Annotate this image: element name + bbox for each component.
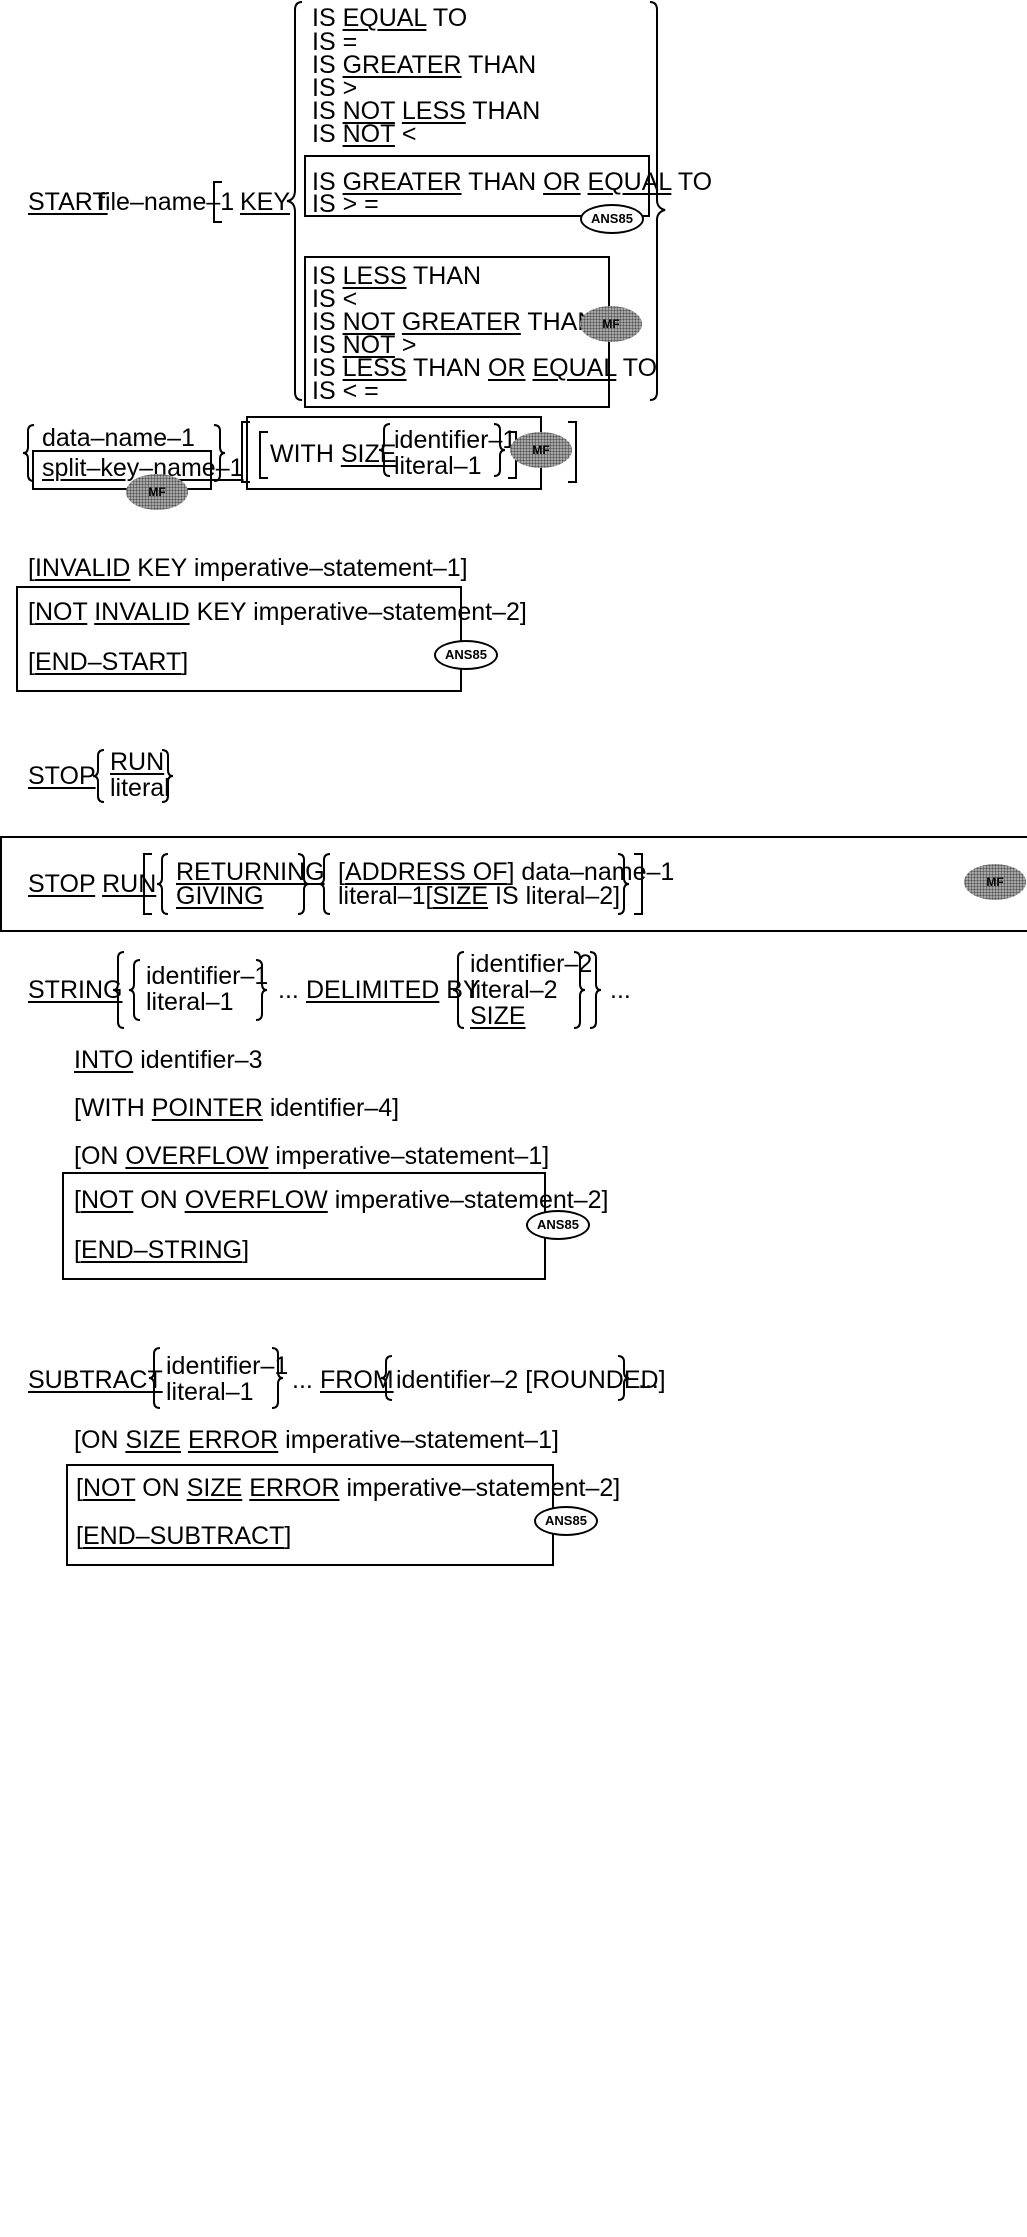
returning-keyword: RETURNING bbox=[176, 858, 325, 886]
optional-bracket-left bbox=[259, 431, 268, 479]
run-keyword: RUN bbox=[110, 748, 165, 776]
ans85-badge: ANS85 bbox=[526, 1210, 590, 1240]
ellipsis: ... bbox=[292, 1366, 313, 1394]
mf-badge: MF bbox=[510, 432, 572, 468]
brace-right bbox=[493, 423, 506, 477]
stop-run-keywords: STOP RUN bbox=[28, 870, 157, 898]
mf-op-1: IS < bbox=[312, 285, 358, 313]
overflow-clause: [ON OVERFLOW imperative–statement–1] bbox=[74, 1142, 550, 1170]
size-keyword: SIZE bbox=[470, 1002, 526, 1030]
comparison-op-4: IS NOT LESS THAN bbox=[312, 97, 541, 125]
brace-right bbox=[617, 853, 630, 915]
invalid-key-clause: [INVALID KEY imperative–statement–1] bbox=[28, 554, 468, 582]
stop-run-box bbox=[0, 836, 1027, 932]
ellipsis: ... bbox=[278, 976, 299, 1004]
giving-keyword: GIVING bbox=[176, 882, 264, 910]
comparison-op-2: IS GREATER THAN bbox=[312, 51, 537, 79]
mf-badge: MF bbox=[126, 474, 188, 510]
brace-left bbox=[286, 1, 303, 401]
stop-keyword: STOP bbox=[28, 762, 96, 790]
into-clause: INTO identifier–3 bbox=[74, 1046, 263, 1074]
brace-right bbox=[161, 749, 174, 803]
split-key-box bbox=[32, 450, 212, 490]
brace-right bbox=[297, 853, 310, 915]
address-of-option: [ADDRESS OF] data–name–1 bbox=[338, 858, 675, 886]
not-invalid-key-box bbox=[16, 586, 462, 692]
with-size-label: WITH SIZE bbox=[270, 440, 397, 468]
optional-bracket-right bbox=[634, 853, 643, 915]
comparison-op-1: IS = bbox=[312, 28, 358, 56]
delimited-by: DELIMITED BY bbox=[306, 976, 480, 1004]
brace-left bbox=[380, 1355, 393, 1401]
mf-badge: MF bbox=[580, 306, 642, 342]
comparison-op-3: IS > bbox=[312, 74, 358, 102]
brace-right bbox=[213, 424, 226, 482]
end-string: [END–STRING] bbox=[74, 1236, 250, 1264]
optional-bracket-left bbox=[213, 181, 222, 223]
ellipsis: ... bbox=[638, 1366, 659, 1394]
mf-op-4: IS LESS THAN OR EQUAL TO bbox=[312, 354, 658, 382]
ans-op-0: IS GREATER THAN OR EQUAL TO bbox=[312, 168, 713, 196]
brace-left bbox=[452, 951, 465, 1029]
file-name-1: file–name–1 bbox=[98, 188, 235, 216]
identifier-1: identifier–1 bbox=[394, 426, 517, 454]
brace-right bbox=[617, 1355, 630, 1401]
size-error-clause: [ON SIZE ERROR imperative–statement–1] bbox=[74, 1426, 559, 1454]
mf-op-5: IS < = bbox=[312, 377, 379, 405]
literal-option: literal bbox=[110, 774, 170, 802]
brace-right bbox=[589, 951, 602, 1029]
ans85-badge: ANS85 bbox=[434, 640, 498, 670]
comparison-op-5: IS NOT < bbox=[312, 120, 417, 148]
brace-left bbox=[92, 749, 105, 803]
ans85-ops-box bbox=[304, 155, 650, 217]
optional-bracket-left bbox=[143, 853, 152, 915]
not-size-error-clause: [NOT ON SIZE ERROR imperative–statement–… bbox=[76, 1474, 621, 1502]
brace-right bbox=[271, 1347, 284, 1409]
not-invalid-key-clause: [NOT INVALID KEY imperative–statement–2] bbox=[28, 598, 527, 626]
brace-left bbox=[22, 424, 35, 482]
brace-right bbox=[255, 959, 268, 1021]
brace-left bbox=[128, 959, 141, 1021]
data-name-1: data–name–1 bbox=[42, 424, 195, 452]
literal-1: literal–1 bbox=[146, 988, 234, 1016]
brace-left bbox=[148, 1347, 161, 1409]
identifier-2-rounded: identifier–2 [ROUNDED] bbox=[396, 1366, 666, 1394]
key-keyword: KEY bbox=[240, 188, 291, 216]
mf-op-0: IS LESS THAN bbox=[312, 262, 482, 290]
subtract-keyword: SUBTRACT bbox=[28, 1366, 163, 1394]
literal-1: literal–1 bbox=[394, 452, 482, 480]
brace-left bbox=[378, 423, 391, 477]
string-keyword: STRING bbox=[28, 976, 123, 1004]
start-keyword: START bbox=[28, 188, 108, 216]
ans85-badge: ANS85 bbox=[580, 204, 644, 234]
brace-right bbox=[649, 1, 666, 401]
brace-left bbox=[318, 853, 331, 915]
optional-bracket-right bbox=[568, 421, 577, 483]
brace-right bbox=[573, 951, 586, 1029]
brace-left bbox=[112, 951, 125, 1029]
mf-op-2: IS NOT GREATER THAN bbox=[312, 308, 596, 336]
identifier-2: identifier–2 bbox=[470, 950, 593, 978]
mf-badge: MF bbox=[964, 864, 1026, 900]
identifier-1: identifier–1 bbox=[166, 1352, 289, 1380]
comparison-op-0: IS EQUAL TO bbox=[312, 4, 468, 32]
not-overflow-clause: [NOT ON OVERFLOW imperative–statement–2] bbox=[74, 1186, 609, 1214]
mf-op-3: IS NOT > bbox=[312, 331, 417, 359]
literal-2: literal–2 bbox=[470, 976, 558, 1004]
literal-1: literal–1 bbox=[166, 1378, 254, 1406]
end-subtract: [END–SUBTRACT] bbox=[76, 1522, 292, 1550]
from-keyword: FROM bbox=[320, 1366, 394, 1394]
ans-op-1: IS > = bbox=[312, 190, 379, 218]
identifier-1: identifier–1 bbox=[146, 962, 269, 990]
ellipsis: ... bbox=[610, 976, 631, 1004]
end-start: [END–START] bbox=[28, 648, 189, 676]
ans85-badge: ANS85 bbox=[534, 1506, 598, 1536]
literal-size-option: literal–1[SIZE IS literal–2] bbox=[338, 882, 621, 910]
pointer-clause: [WITH POINTER identifier–4] bbox=[74, 1094, 400, 1122]
brace-left bbox=[156, 853, 169, 915]
